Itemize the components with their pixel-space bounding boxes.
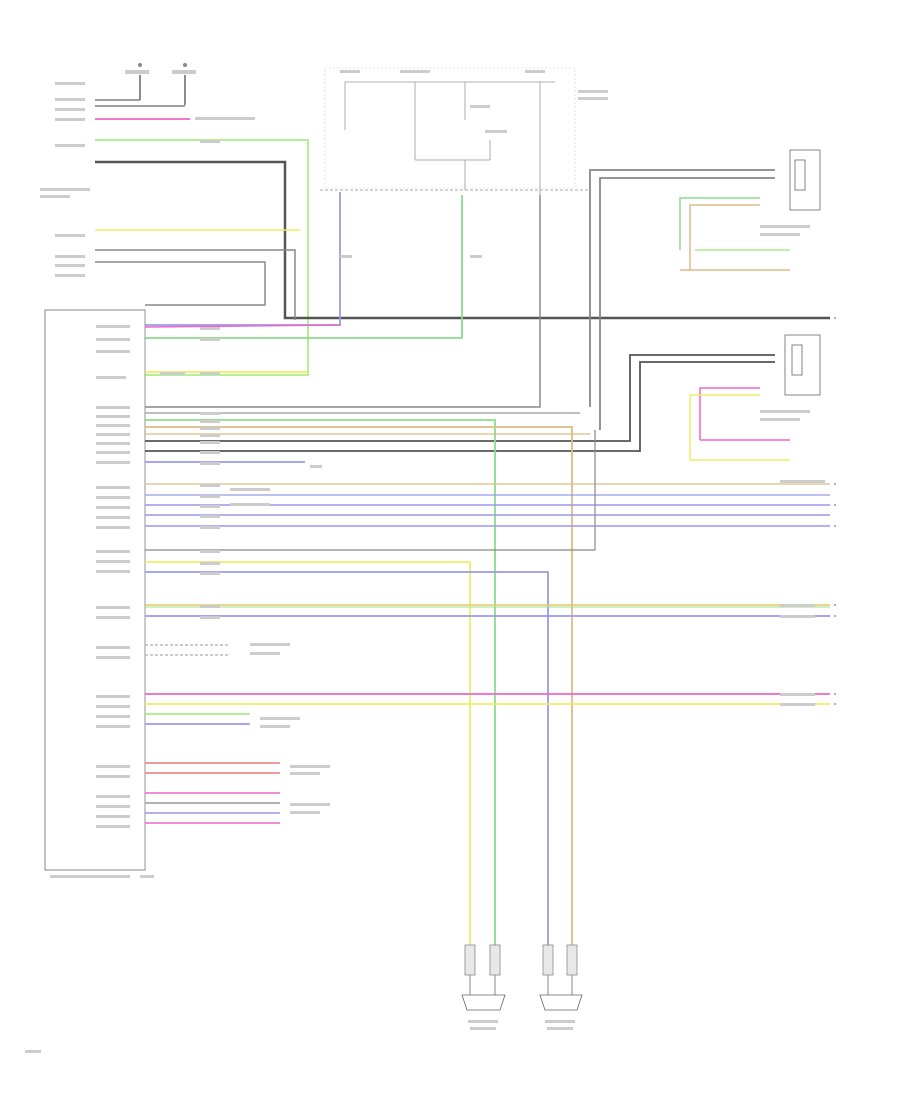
wire-tan-front (145, 426, 573, 950)
left-front-door-speaker (461, 944, 506, 1030)
wire-blue-right-speaker (145, 571, 549, 950)
top-left-labels (40, 82, 90, 277)
audio-unit-pin-labels (50, 325, 154, 878)
wire-gray-antenna (95, 261, 266, 306)
right-front-speaker (145, 334, 821, 461)
wire-black-shield (95, 160, 830, 320)
audio-unit-frame (44, 309, 146, 871)
top-left-power-connectors (95, 63, 196, 107)
wire-yellow-left-speaker (145, 561, 471, 950)
wire-black-antenna (95, 249, 296, 320)
right-rear-tweeter-wires (145, 480, 830, 527)
wire-green-fuse (145, 195, 463, 339)
wire-green-front (145, 419, 496, 950)
footer-code (25, 1050, 41, 1053)
left-front-speaker (589, 149, 821, 430)
wire-black-lower (145, 430, 596, 551)
right-front-door-speaker (539, 944, 583, 1030)
wire-black-fuse (145, 195, 541, 408)
wire-labels (160, 140, 815, 814)
fuse-panel (324, 67, 608, 200)
right-end-markers (834, 317, 836, 705)
